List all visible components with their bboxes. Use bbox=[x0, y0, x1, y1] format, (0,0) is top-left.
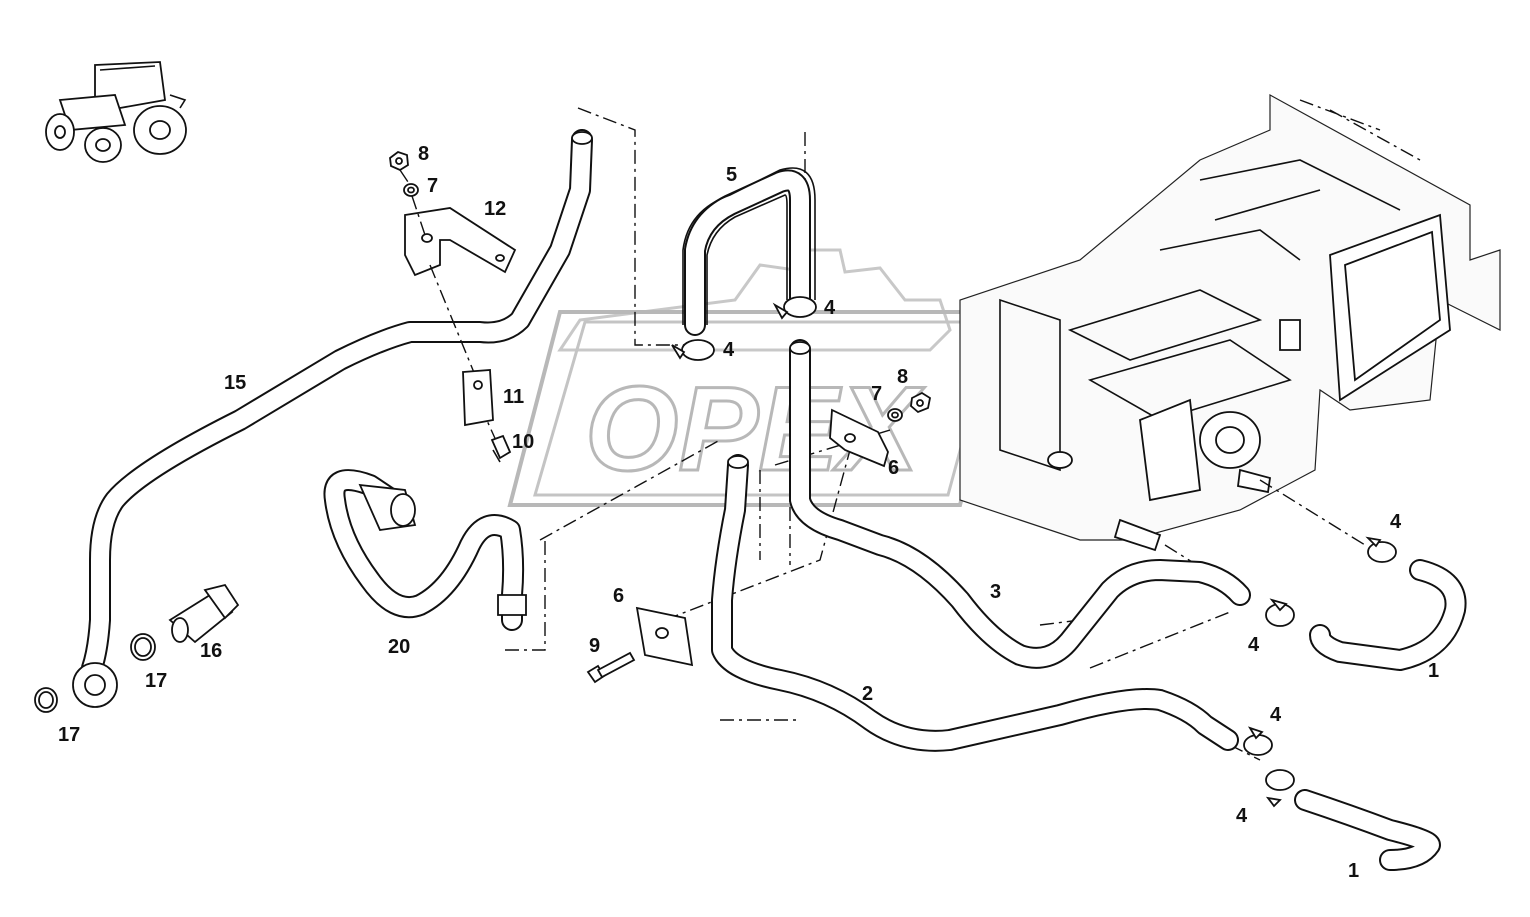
label-1-upper: 1 bbox=[1428, 660, 1439, 682]
clamp-6-lower bbox=[635, 606, 694, 667]
seal-17-lower bbox=[34, 687, 58, 713]
label-20: 20 bbox=[388, 636, 410, 658]
hose-5 bbox=[682, 167, 816, 336]
hose-20 bbox=[323, 469, 527, 631]
hose-2 bbox=[711, 454, 1239, 752]
label-4-a: 4 bbox=[723, 339, 735, 361]
heater-unit-housing bbox=[959, 93, 1501, 552]
label-3: 3 bbox=[990, 581, 1001, 603]
nut-8-lower bbox=[910, 391, 932, 414]
hose-3 bbox=[789, 339, 1251, 669]
clamp-4-f bbox=[1265, 769, 1295, 808]
label-12: 12 bbox=[484, 198, 506, 220]
label-7-lower: 7 bbox=[871, 383, 882, 405]
label-17-upper: 17 bbox=[145, 670, 167, 692]
hose-15 bbox=[81, 129, 593, 679]
label-15: 15 bbox=[224, 372, 246, 394]
clamp-4-c bbox=[1365, 536, 1397, 563]
label-16: 16 bbox=[200, 640, 222, 662]
banjo-bolt-16 bbox=[168, 583, 240, 644]
clamp-4-e bbox=[1243, 726, 1273, 756]
label-5: 5 bbox=[726, 164, 737, 186]
clamp-4-b bbox=[772, 296, 817, 320]
hose-1-lower bbox=[1294, 789, 1441, 871]
clamp-4-a bbox=[671, 339, 715, 361]
label-8-lower: 8 bbox=[897, 366, 908, 388]
label-8-upper: 8 bbox=[418, 143, 429, 165]
label-10: 10 bbox=[512, 431, 534, 453]
clamp-4-d bbox=[1265, 598, 1295, 627]
callout-labels: 1 1 2 3 4 4 4 4 4 4 5 6 6 7 7 8 8 9 10 1… bbox=[58, 143, 1439, 882]
banjo-fitting bbox=[72, 662, 118, 708]
label-7-upper: 7 bbox=[427, 175, 438, 197]
label-17-lower: 17 bbox=[58, 724, 80, 746]
label-4-c: 4 bbox=[1390, 511, 1402, 533]
label-11: 11 bbox=[503, 386, 524, 408]
label-4-e: 4 bbox=[1270, 704, 1282, 726]
washer-7-upper bbox=[403, 183, 419, 197]
label-6-lower: 6 bbox=[613, 585, 624, 607]
watermark-logo: OPEX bbox=[507, 248, 1013, 507]
label-2: 2 bbox=[862, 683, 873, 705]
label-6-upper: 6 bbox=[888, 457, 899, 479]
label-1-lower: 1 bbox=[1348, 860, 1359, 882]
clamp-6-upper bbox=[829, 408, 889, 468]
bolt-10 bbox=[490, 434, 512, 463]
screw-9 bbox=[586, 651, 636, 684]
label-4-f: 4 bbox=[1236, 805, 1248, 827]
clip-11 bbox=[462, 369, 494, 427]
label-9: 9 bbox=[589, 635, 600, 657]
washer-7-lower bbox=[887, 408, 903, 422]
seal-17-upper bbox=[130, 633, 156, 661]
tractor-icon bbox=[45, 61, 187, 163]
nut-8-upper bbox=[389, 150, 409, 172]
label-4-b: 4 bbox=[824, 297, 836, 319]
hose-1-upper bbox=[1309, 559, 1467, 671]
label-4-d: 4 bbox=[1248, 634, 1260, 656]
bracket-12 bbox=[404, 207, 517, 277]
leader-bracket-12 bbox=[399, 169, 499, 446]
